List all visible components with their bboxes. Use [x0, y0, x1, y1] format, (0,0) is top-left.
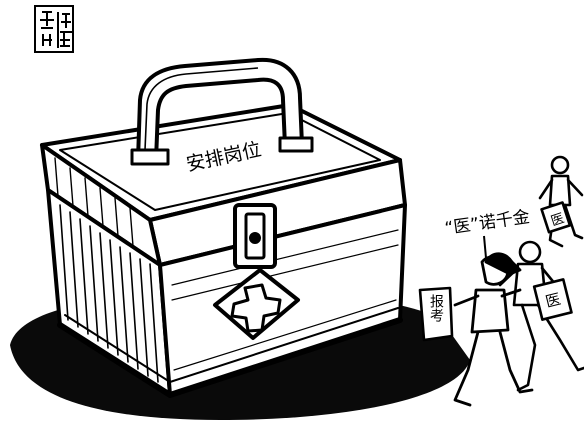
sign-right-top: 医	[549, 211, 566, 229]
case-handle	[130, 57, 314, 166]
runner-middle	[498, 240, 584, 392]
medical-cross-emblem	[213, 268, 300, 340]
sign-right-bottom: 医	[544, 290, 563, 311]
artist-seal	[34, 5, 74, 53]
runner-front	[453, 252, 534, 407]
sign-left-text: 报考	[428, 294, 444, 322]
medical-case	[40, 103, 407, 398]
sign-left	[418, 286, 454, 342]
caption-pointer	[483, 235, 487, 259]
caption: “医”诺千金	[444, 207, 532, 239]
runner-far	[538, 155, 584, 248]
case-latch	[233, 203, 277, 269]
